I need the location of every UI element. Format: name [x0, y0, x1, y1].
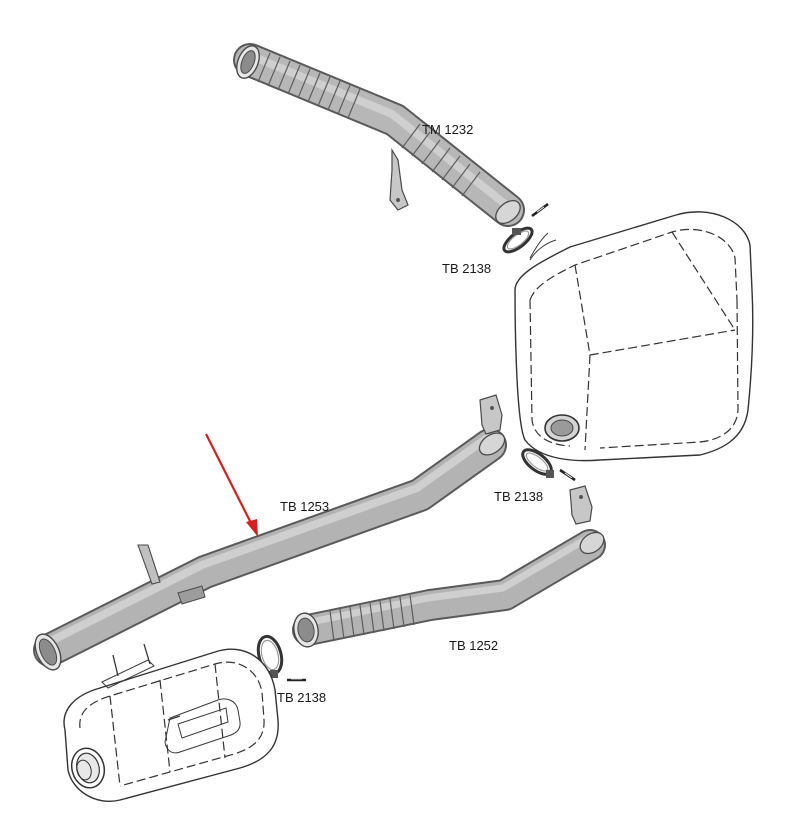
silencer-cylinder [63, 643, 279, 802]
label-tb1252: TB 1252 [449, 638, 498, 653]
flex-pipe-tm1232 [233, 43, 525, 227]
clamp-middle [521, 448, 576, 482]
pipe-tb1253 [33, 394, 507, 671]
label-tb2138-middle: TB 2138 [494, 489, 543, 504]
pipe-tb1252 [292, 485, 606, 648]
label-tb1253: TB 1253 [280, 499, 329, 514]
label-tb2138-bottom: TB 2138 [277, 690, 326, 705]
label-tb2138-top: TB 2138 [442, 261, 491, 276]
pointer-arrow [205, 433, 258, 537]
silencer-box [514, 211, 754, 462]
clamp-top [502, 202, 549, 259]
clamp-bottom [256, 634, 306, 682]
label-tm1232: TM 1232 [422, 122, 473, 137]
